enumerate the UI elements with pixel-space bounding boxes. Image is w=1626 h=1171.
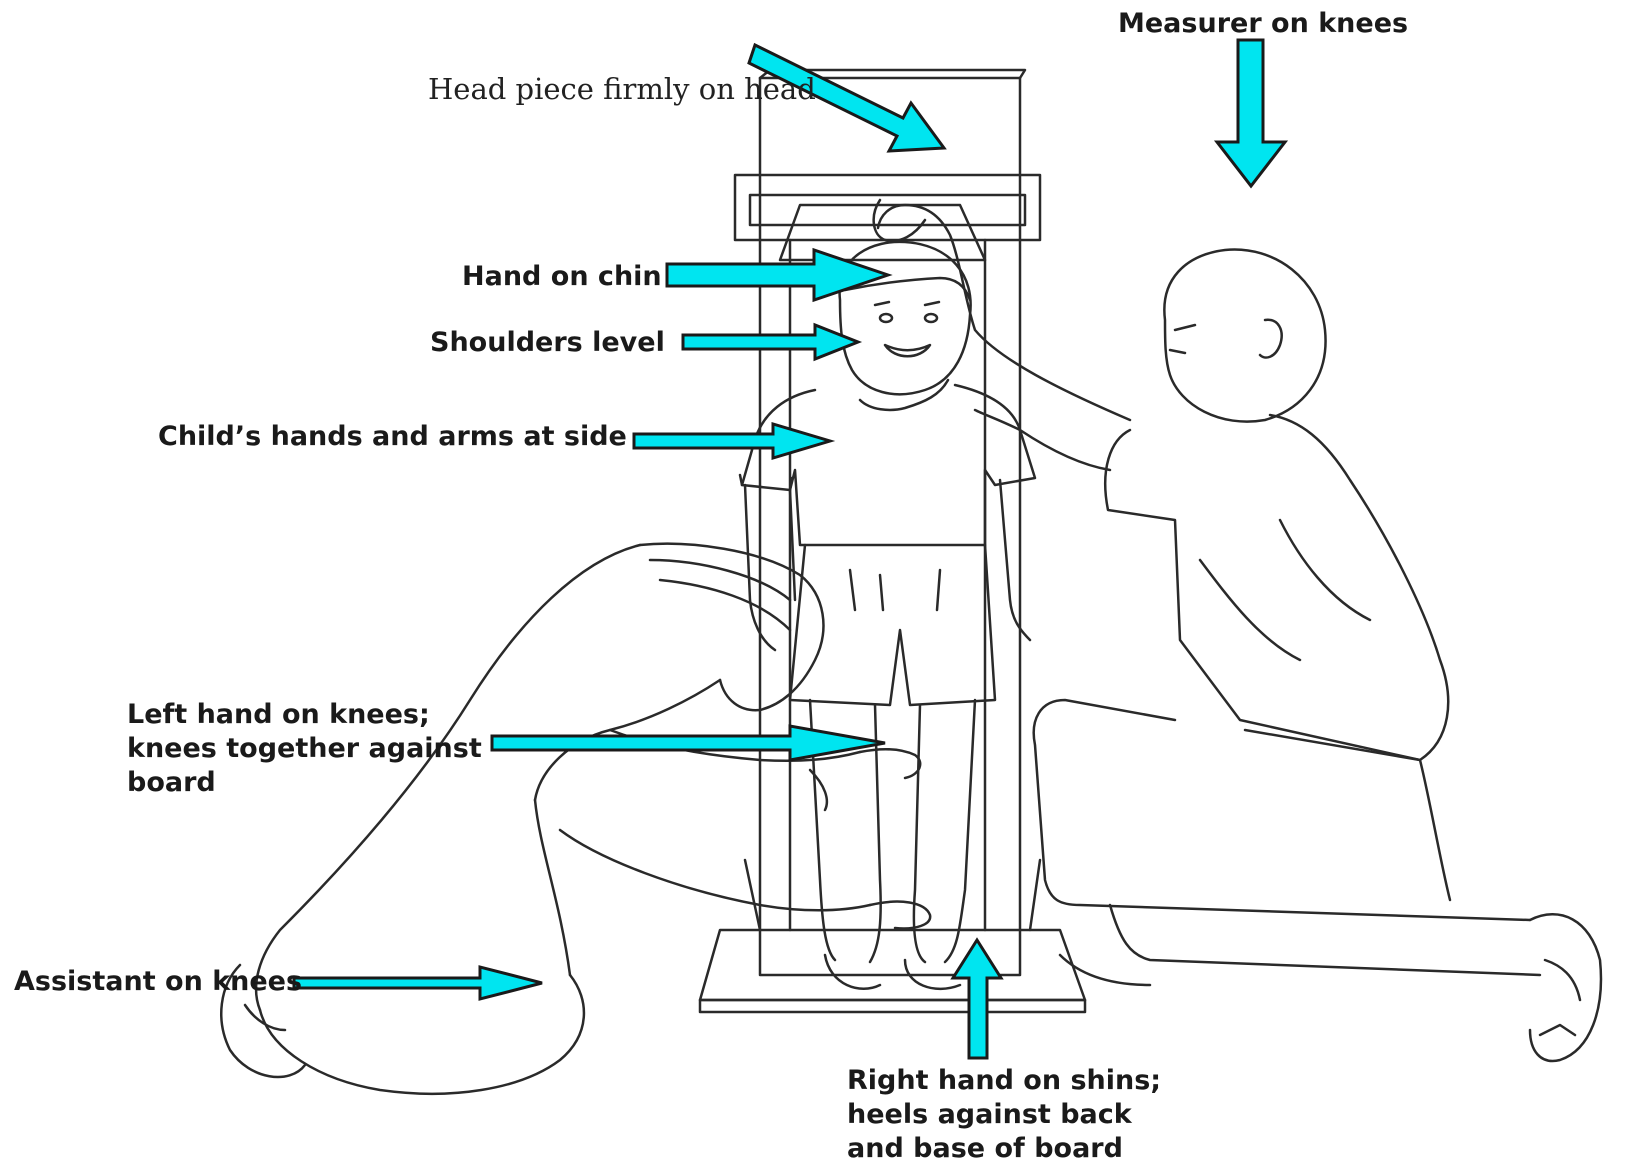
label-hand-on-chin: Hand on chin	[462, 260, 662, 294]
arrow-hand-on-chin	[667, 250, 888, 300]
arrow-assistant	[294, 967, 542, 999]
label-right-hand-line-3: and base of board	[847, 1132, 1161, 1166]
label-right-hand-on-shins: Right hand on shins; heels against back …	[847, 1064, 1161, 1166]
label-child-hands-arms: Child’s hands and arms at side	[158, 420, 627, 454]
label-assistant-on-knees: Assistant on knees	[14, 965, 302, 999]
label-left-hand-line-3: board	[127, 766, 482, 800]
label-left-hand-line-1: Left hand on knees;	[127, 698, 482, 732]
label-right-hand-line-2: heels against back	[847, 1098, 1161, 1132]
label-head-piece: Head piece firmly on head	[428, 72, 816, 106]
arrow-child-hands	[634, 424, 830, 458]
label-measurer-on-knees: Measurer on knees	[1118, 7, 1408, 41]
label-left-hand-line-2: knees together against	[127, 732, 482, 766]
label-right-hand-line-1: Right hand on shins;	[847, 1064, 1161, 1098]
label-left-hand-on-knees: Left hand on knees; knees together again…	[127, 698, 482, 800]
arrow-measurer	[1217, 40, 1285, 186]
label-shoulders-level: Shoulders level	[430, 326, 665, 360]
arrow-right-hand	[953, 940, 1001, 1058]
arrow-left-hand	[492, 726, 885, 760]
arrow-shoulders	[683, 325, 858, 359]
